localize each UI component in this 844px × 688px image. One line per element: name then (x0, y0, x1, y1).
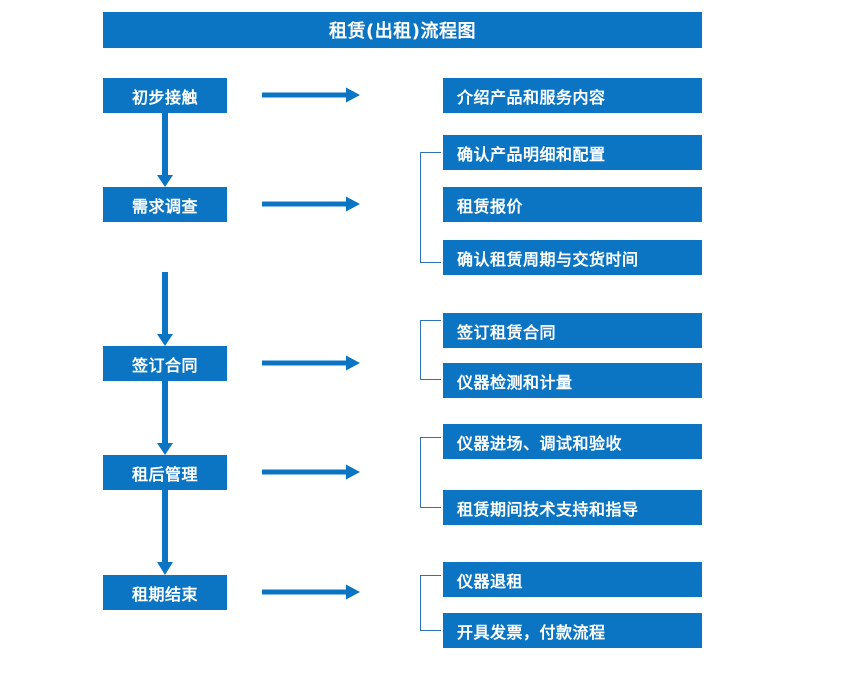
bracket-aftercare-group-icon (420, 437, 441, 508)
page-title: 租赁(出租)流程图 (103, 12, 702, 48)
arrow-to-aftercare-icon (262, 464, 360, 480)
detail-box-instrument-onsite[interactable]: 仪器进场、调试和验收 (443, 424, 702, 459)
arrow-to-contract-icon (262, 355, 360, 371)
arrow-to-termination-icon (262, 584, 360, 600)
detail-box-intro-products[interactable]: 介绍产品和服务内容 (443, 78, 702, 113)
detail-box-sign-rental-contract[interactable]: 签订租赁合同 (443, 313, 702, 348)
bracket-termination-group-icon (420, 575, 441, 631)
arrow-to-intro-icon (262, 87, 360, 103)
detail-box-tech-support[interactable]: 租赁期间技术支持和指导 (443, 490, 702, 525)
arrow-aftercare-to-termination-icon (156, 490, 174, 575)
arrow-contract-to-aftercare-icon (156, 381, 174, 455)
detail-box-invoice-payment[interactable]: 开具发票，付款流程 (443, 613, 702, 648)
detail-box-instrument-return[interactable]: 仪器退租 (443, 562, 702, 597)
stage-box-needs-survey[interactable]: 需求调查 (103, 187, 227, 222)
stage-box-rental-end[interactable]: 租期结束 (103, 575, 227, 610)
bracket-requirements-group-icon (420, 152, 441, 263)
detail-box-rental-quote[interactable]: 租赁报价 (443, 187, 702, 222)
detail-box-confirm-period[interactable]: 确认租赁周期与交货时间 (443, 240, 702, 275)
detail-box-instrument-inspection[interactable]: 仪器检测和计量 (443, 363, 702, 398)
stage-box-post-rental-mgmt[interactable]: 租后管理 (103, 455, 227, 490)
bracket-contract-group-icon (420, 320, 441, 380)
detail-box-confirm-spec[interactable]: 确认产品明细和配置 (443, 135, 702, 170)
arrow-requirements-to-contract-icon (156, 272, 174, 346)
stage-box-sign-contract[interactable]: 签订合同 (103, 346, 227, 381)
arrow-to-requirements-icon (262, 196, 360, 212)
stage-box-initial-contact[interactable]: 初步接触 (103, 78, 227, 113)
arrow-contact-to-requirements-icon (156, 113, 174, 187)
